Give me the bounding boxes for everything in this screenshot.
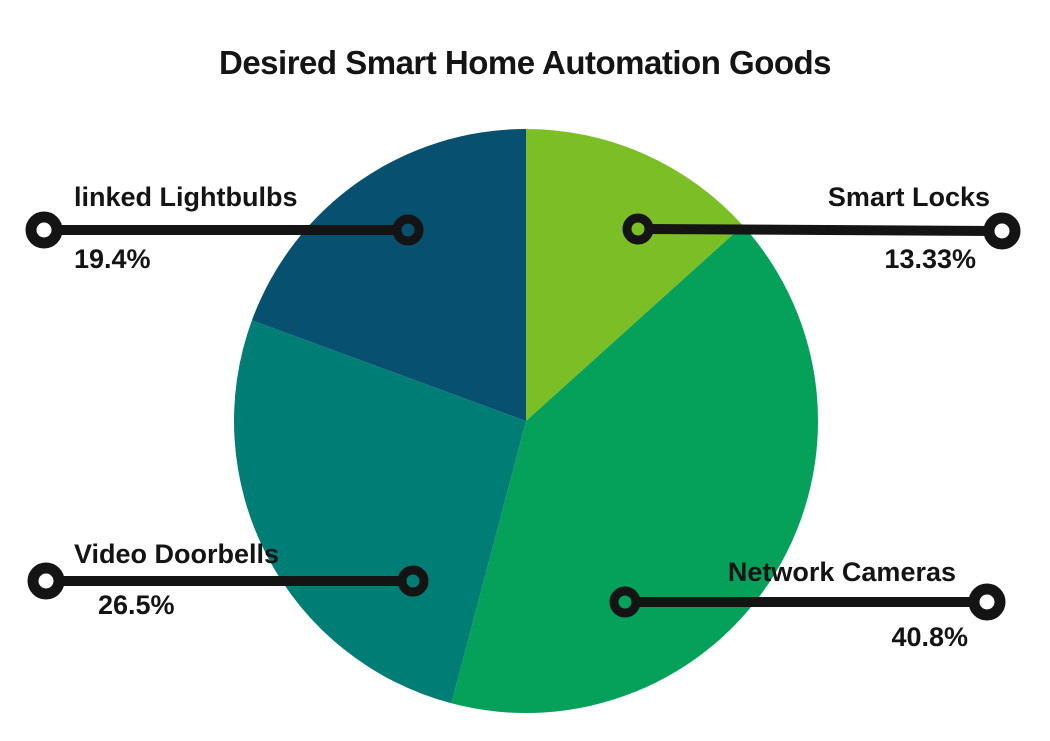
slice-label-video-doorbells: Video Doorbells xyxy=(74,539,279,569)
pie-slice-network-cameras xyxy=(451,225,819,714)
callout-outer-ring-smart-locks xyxy=(983,212,1021,250)
callout-network-cameras: Network Cameras 40.8% xyxy=(609,557,1006,652)
slice-label-linked-lightbulbs: linked Lightbulbs xyxy=(74,182,298,212)
callout-smart-locks: Smart Locks 13.33% xyxy=(622,182,1021,274)
callout-inner-ring-linked-lightbulbs xyxy=(392,214,424,246)
callout-line-smart-locks xyxy=(645,224,995,236)
chart-title: Desired Smart Home Automation Goods xyxy=(218,44,832,81)
callout-outer-ring-linked-lightbulbs xyxy=(25,211,63,249)
callout-inner-ring-video-doorbells xyxy=(397,565,429,597)
slice-pct-network-cameras: 40.8% xyxy=(891,622,968,652)
slice-pct-linked-lightbulbs: 19.4% xyxy=(74,244,151,274)
callout-inner-ring-network-cameras xyxy=(609,586,641,618)
callout-linked-lightbulbs: linked Lightbulbs 19.4% xyxy=(25,182,424,274)
slice-label-smart-locks: Smart Locks xyxy=(828,182,990,212)
pie-slice-linked-lightbulbs xyxy=(251,129,526,421)
slice-pct-video-doorbells: 26.5% xyxy=(98,590,175,620)
slice-pct-smart-locks: 13.33% xyxy=(884,244,976,274)
pie-slice-smart-locks xyxy=(526,129,743,421)
pie-slice-video-doorbells xyxy=(234,320,526,704)
callout-outer-ring-network-cameras xyxy=(968,583,1006,621)
callout-video-doorbells: Video Doorbells 26.5% xyxy=(27,539,429,620)
callout-outer-ring-video-doorbells xyxy=(27,562,65,600)
pie-slices xyxy=(234,129,819,714)
callout-inner-ring-smart-locks xyxy=(622,213,654,245)
slice-label-network-cameras: Network Cameras xyxy=(728,557,956,587)
